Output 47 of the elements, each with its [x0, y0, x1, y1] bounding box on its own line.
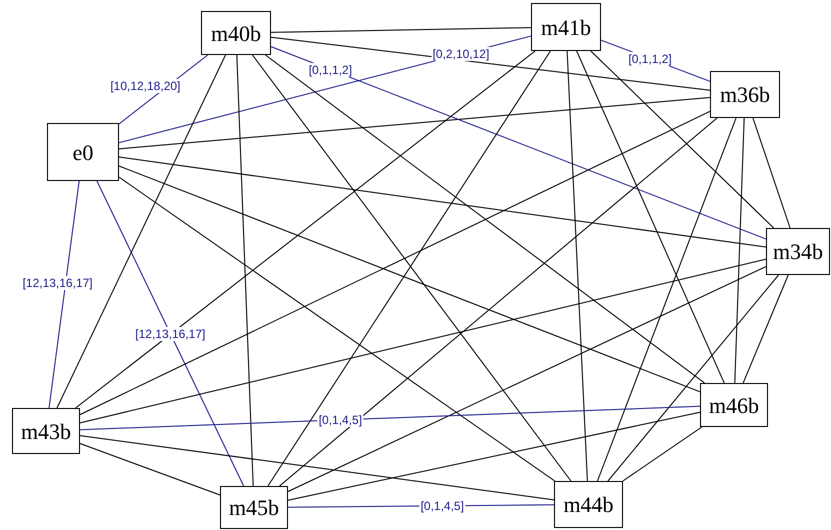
node-box: m45b [220, 486, 288, 529]
connector-line [118, 176, 556, 482]
connector-line [742, 274, 789, 384]
connector-line [288, 412, 700, 501]
node-box: m36b [710, 71, 780, 118]
connector-line [118, 97, 710, 150]
edge-label: [0,1,1,2] [627, 52, 673, 66]
connector-line [118, 166, 700, 392]
node-box: m43b [12, 408, 80, 454]
connector-line [80, 443, 220, 496]
connector-line [279, 118, 718, 486]
connector-line [56, 54, 226, 408]
connector-line [80, 406, 700, 430]
edge-label: [0,1,4,5] [420, 498, 465, 513]
connector-line [596, 118, 737, 482]
node-box: m44b [554, 481, 623, 528]
edge-label: [0,2,10,12] [432, 47, 490, 62]
edge-label: [0,1,4,5] [318, 412, 364, 427]
node-box: e0 [47, 123, 119, 181]
connector-line [270, 27, 532, 33]
connector-line [607, 274, 780, 482]
node-box: m34b [766, 228, 830, 275]
edge-label: [12,13,16,17] [22, 276, 94, 290]
connector-line [270, 46, 766, 240]
node-box: m41b [531, 3, 601, 51]
node-box: m40b [201, 11, 271, 55]
connector-line [236, 54, 254, 486]
connector-line [80, 258, 766, 424]
connector-line [75, 50, 536, 408]
connector-line [118, 156, 766, 248]
edge-label: [10,12,18,20] [109, 78, 182, 92]
connector-line [80, 110, 710, 416]
connector-line [590, 50, 774, 228]
edge-label: [12,13,16,17] [134, 326, 206, 340]
connector-line [80, 435, 554, 500]
connector-line [264, 54, 706, 384]
connector-line [270, 36, 710, 91]
connector-line [96, 180, 244, 486]
edge-label: [0,1,1,2] [308, 62, 354, 77]
connector-line [576, 50, 725, 384]
connector-line [566, 50, 588, 482]
connector-line [734, 118, 745, 384]
connector-line [752, 118, 791, 228]
connector-line [48, 180, 80, 408]
connector-line [288, 266, 766, 492]
node-box: m46b [700, 383, 768, 427]
connector-line [622, 426, 702, 482]
